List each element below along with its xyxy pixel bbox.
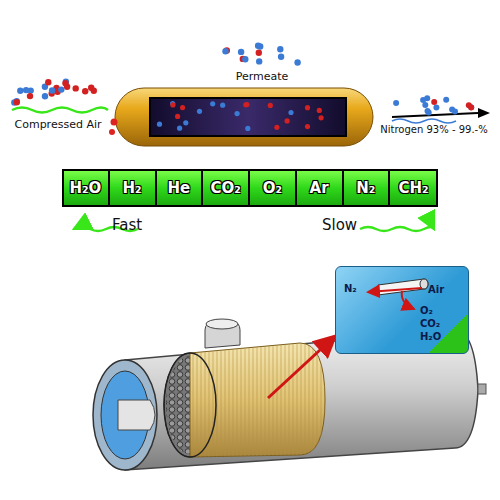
gas-cell: He xyxy=(157,170,204,206)
callout-text: O₂ xyxy=(420,305,433,316)
slow-label: Slow xyxy=(322,216,357,234)
gas-cell: H₂ xyxy=(110,170,157,206)
permeate-label: Permeate xyxy=(236,70,289,83)
callout-text: Air xyxy=(428,284,444,295)
gas-name: N₂ xyxy=(356,179,375,197)
gas-cell: H₂O xyxy=(63,170,110,206)
gas-name: CO₂ xyxy=(210,179,240,197)
gas-name: H₂O xyxy=(69,179,101,197)
gas-name: CH₂ xyxy=(399,179,429,197)
gas-name: He xyxy=(168,179,191,197)
gas-name: O₂ xyxy=(263,179,282,197)
callout-text: CO₂ xyxy=(420,318,440,329)
gas-cell: CH₂ xyxy=(390,170,437,206)
fast-label: Fast xyxy=(112,216,142,234)
gas-cell: N₂ xyxy=(344,170,391,206)
gas-cell: O₂ xyxy=(250,170,297,206)
fiber-detail xyxy=(336,267,470,355)
gas-name: Ar xyxy=(310,179,329,197)
gas-cell: Ar xyxy=(297,170,344,206)
gas-cell: CO₂ xyxy=(203,170,250,206)
callout-text: N₂ xyxy=(344,283,357,294)
callout-text: H₂O xyxy=(420,331,441,342)
callout-box: N₂ AirO₂ CO₂ H₂O xyxy=(335,266,469,354)
outlet-label: Nitrogen 93% - 99.-% xyxy=(380,124,487,135)
gas-name: H₂ xyxy=(123,179,142,197)
inlet-label: Compressed Air xyxy=(15,118,102,131)
